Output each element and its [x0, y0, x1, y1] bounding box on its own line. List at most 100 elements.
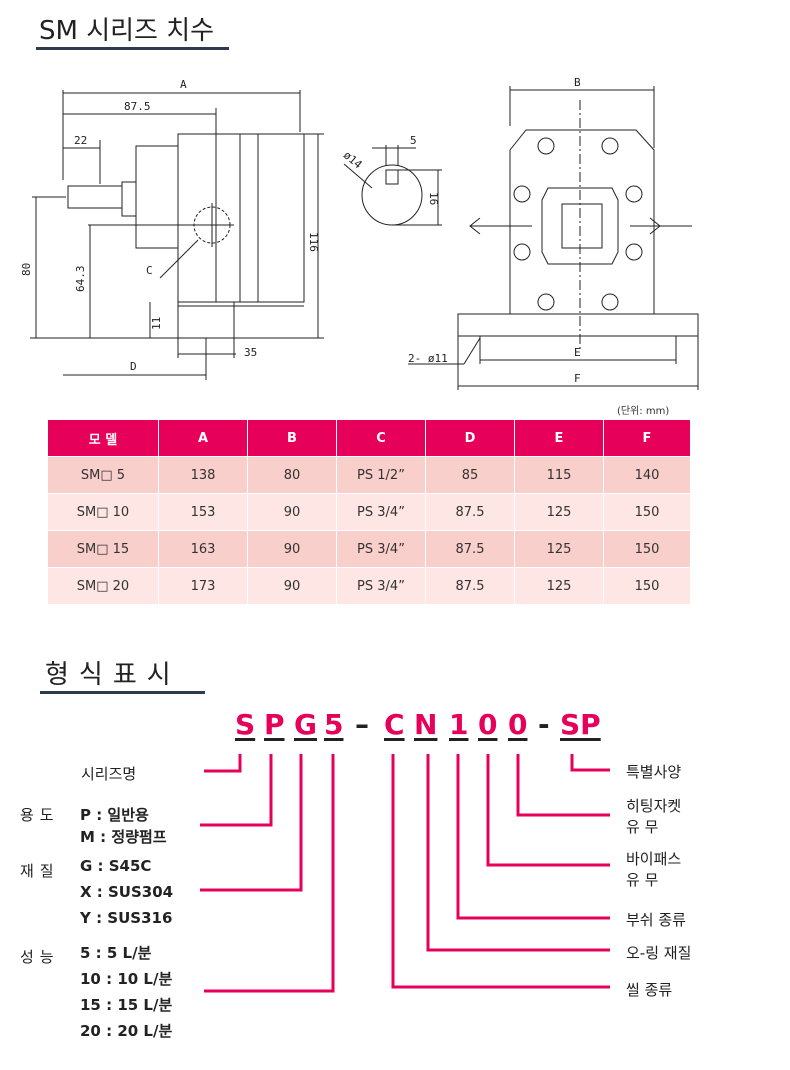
dim-label: 87.5	[124, 100, 151, 113]
header-cell: A	[158, 419, 248, 457]
dim-label: F	[574, 372, 581, 385]
table-cell: 90	[247, 530, 337, 568]
table-cell: 115	[514, 456, 604, 494]
table-cell: SM□ 10	[47, 493, 159, 531]
table-cell: 87.5	[425, 567, 515, 605]
dim-label: 80	[20, 263, 33, 276]
usage-option: M : 정량펌프	[80, 828, 167, 846]
table-cell: SM□ 15	[47, 530, 159, 568]
code-char: N	[414, 708, 438, 741]
table-cell: 140	[603, 456, 691, 494]
table-header-row: 모 델 A B C D E F	[47, 419, 691, 457]
table-cell: PS 1/2”	[336, 456, 426, 494]
table-cell: 85	[425, 456, 515, 494]
side-view	[30, 90, 324, 380]
dim-label: 22	[74, 134, 87, 147]
table-cell: 90	[247, 493, 337, 531]
header-cell: E	[514, 419, 604, 457]
table-cell: 125	[514, 530, 604, 568]
code-char: 1	[449, 708, 469, 741]
table-cell: 80	[247, 456, 337, 494]
material-option: X : SUS304	[80, 883, 174, 901]
table-cell: 90	[247, 567, 337, 605]
dim-label: 11	[150, 317, 163, 330]
category-performance: 성능	[20, 948, 60, 966]
performance-option: 15 : 15 L/분	[80, 996, 173, 1014]
table-cell: 153	[158, 493, 248, 531]
dim-label: 5	[410, 134, 417, 147]
table-cell: PS 3/4”	[336, 493, 426, 531]
category-usage: 용도	[20, 806, 60, 824]
performance-option: 5 : 5 L/분	[80, 944, 152, 962]
table-cell: PS 3/4”	[336, 567, 426, 605]
dim-label: E	[574, 346, 581, 359]
code-char: SP	[560, 708, 601, 741]
dim-label: ø14	[341, 149, 365, 172]
section-title-dimensions: SM 시리즈 치수	[39, 16, 215, 46]
category-material: 재질	[20, 862, 60, 880]
dim-label: 35	[244, 346, 257, 359]
usage-option: P : 일반용	[80, 806, 149, 824]
heating-jacket-label: 히팅자켓	[626, 797, 682, 815]
code-char: P	[264, 708, 285, 741]
dim-label: B	[574, 76, 581, 89]
table-row: SM□ 20 173 90 PS 3/4” 87.5 125 150	[47, 567, 691, 605]
code-dash: –	[355, 708, 369, 741]
code-char: C	[384, 708, 405, 741]
dim-label: D	[130, 360, 137, 373]
table-cell: 150	[603, 530, 691, 568]
table-cell: SM□ 20	[47, 567, 159, 605]
connector-lines	[200, 754, 610, 993]
table-cell: 163	[158, 530, 248, 568]
code-char: G	[294, 708, 317, 741]
header-cell: C	[336, 419, 426, 457]
header-cell: B	[247, 419, 337, 457]
series-label: 시리즈명	[81, 765, 137, 783]
table-row: SM□ 5 138 80 PS 1/2” 85 115 140	[47, 456, 691, 494]
code-dash: -	[538, 708, 550, 741]
table-cell: 125	[514, 493, 604, 531]
table-cell: 125	[514, 567, 604, 605]
table-cell: 138	[158, 456, 248, 494]
table-cell: 87.5	[425, 493, 515, 531]
dimension-table: 모 델 A B C D E F SM□ 5 138 80 PS 1/2” 85 …	[47, 419, 691, 605]
dimension-drawing: A 87.5 22 80 64.3 11 116 D 35 C B 5 ø14 …	[20, 76, 699, 390]
performance-option: 20 : 20 L/분	[80, 1022, 173, 1040]
table-cell: 150	[603, 567, 691, 605]
performance-option: 10 : 10 L/분	[80, 970, 173, 988]
bypass-options: 유 무	[626, 871, 659, 889]
shaft-end-view	[343, 145, 442, 226]
table-cell: SM□ 5	[47, 456, 159, 494]
dim-label: 2- ø11	[408, 352, 448, 365]
code-char: 5	[324, 708, 344, 741]
table-row: SM□ 15 163 90 PS 3/4” 87.5 125 150	[47, 530, 691, 568]
table-cell: 150	[603, 493, 691, 531]
seal-type-label: 씰 종류	[626, 981, 673, 999]
section-title-designation: 형식표시	[45, 660, 181, 690]
table-cell: 87.5	[425, 530, 515, 568]
code-char: 0	[478, 708, 498, 741]
table-cell: PS 3/4”	[336, 530, 426, 568]
unit-note: (단위: mm)	[617, 406, 670, 417]
dim-label: A	[180, 78, 187, 91]
header-cell: 모 델	[47, 419, 159, 457]
oring-material-label: 오-링 재질	[626, 944, 692, 962]
bypass-label: 바이패스	[626, 850, 682, 868]
code-char: 0	[508, 708, 528, 741]
header-cell: F	[603, 419, 691, 457]
bush-type-label: 부쉬 종류	[626, 911, 686, 929]
front-view	[408, 86, 699, 390]
material-option: Y : SUS316	[80, 909, 173, 927]
header-cell: D	[425, 419, 515, 457]
special-spec-label: 특별사양	[626, 763, 682, 781]
code-char: S	[235, 708, 256, 741]
title-underline	[36, 47, 229, 50]
dim-label: 64.3	[74, 266, 87, 293]
dim-label: 116	[307, 232, 320, 252]
table-cell: 173	[158, 567, 248, 605]
material-option: G : S45C	[80, 857, 152, 875]
title-underline	[40, 691, 205, 694]
table-row: SM□ 10 153 90 PS 3/4” 87.5 125 150	[47, 493, 691, 531]
heating-jacket-options: 유 무	[626, 818, 659, 836]
dim-label: 16	[427, 192, 440, 205]
